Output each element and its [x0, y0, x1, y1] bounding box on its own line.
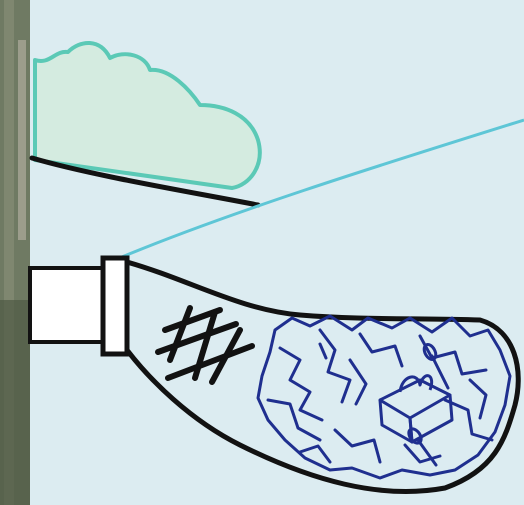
- photo-strip: [0, 0, 30, 505]
- pipe-icon: [30, 258, 127, 354]
